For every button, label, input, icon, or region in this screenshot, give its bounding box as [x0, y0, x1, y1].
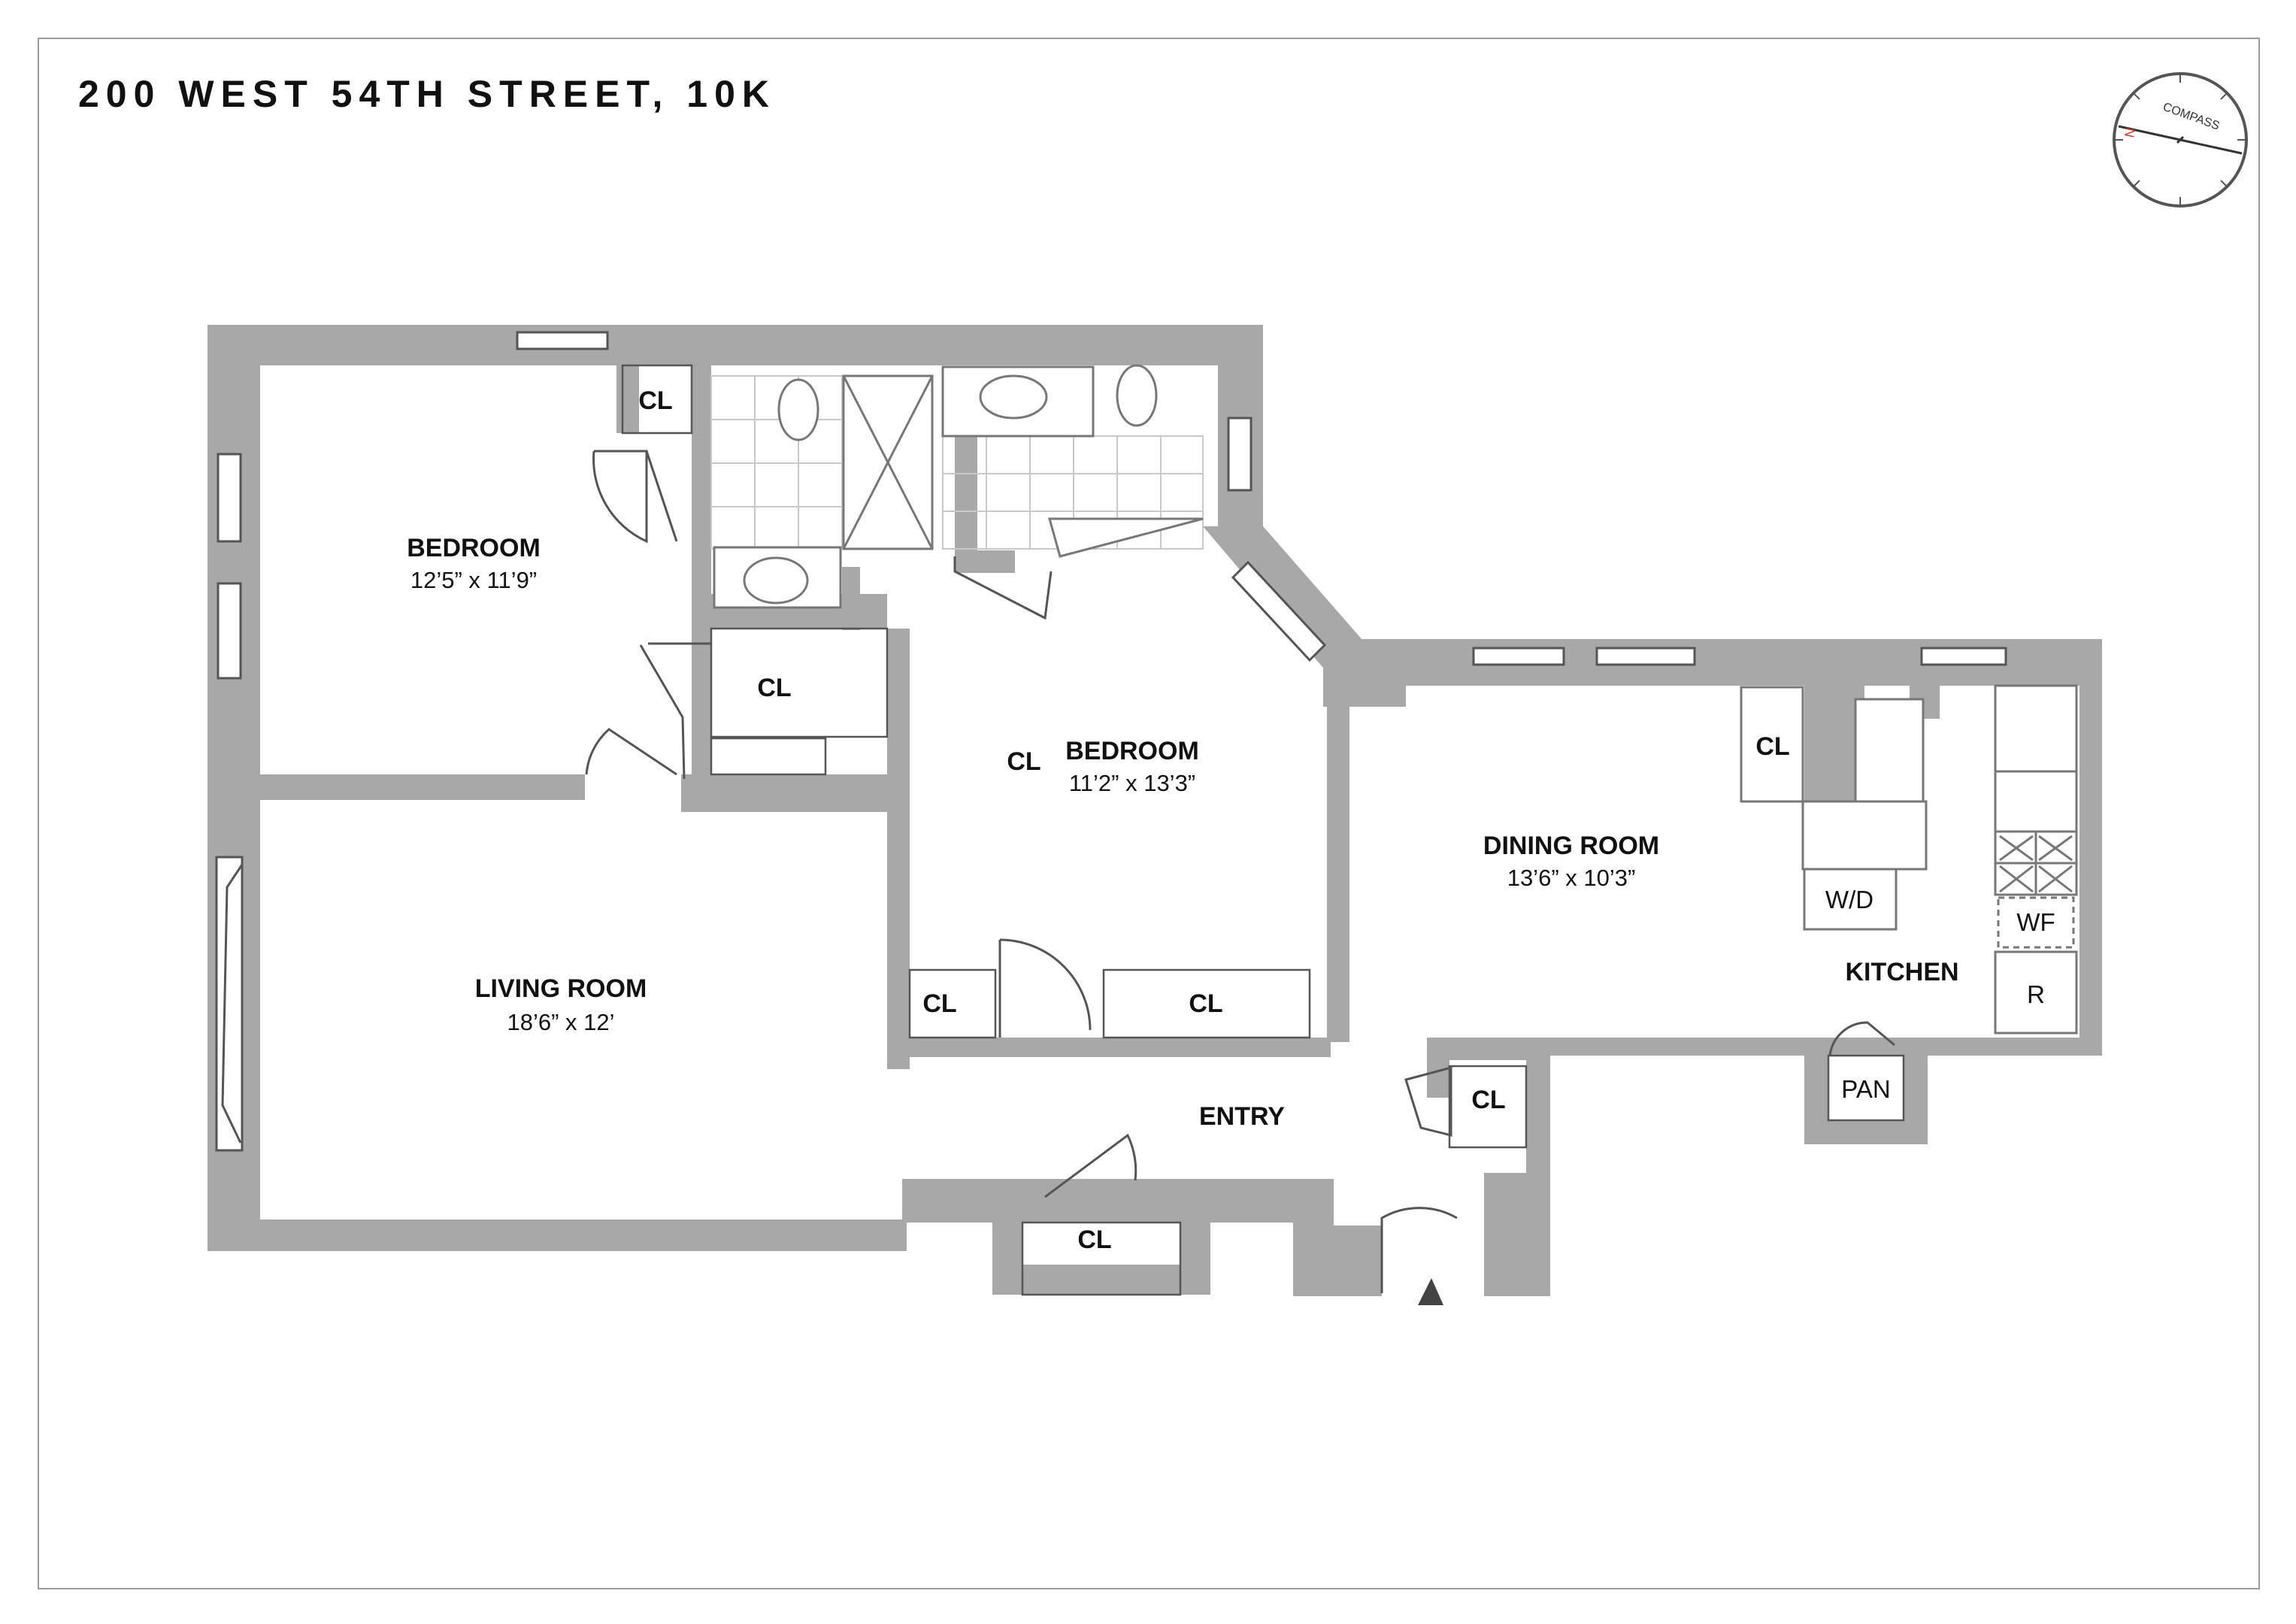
bedroom-2-name: BEDROOM	[1065, 737, 1199, 765]
wine-fridge-label: WF	[2016, 908, 2055, 936]
bedroom-2-dims: 11’2” x 13’3”	[1069, 770, 1195, 796]
sink-2	[979, 374, 1048, 420]
doors	[585, 450, 1895, 1293]
compass-north-label: N	[2122, 126, 2138, 139]
kitchen-sink	[1854, 698, 1925, 814]
page-frame	[38, 38, 2260, 1589]
closet-label: CL	[1189, 989, 1222, 1018]
closet-label: CL	[1471, 1086, 1505, 1114]
compass-icon: N COMPASS	[2113, 72, 2248, 208]
page-title: 200 WEST 54TH STREET, 10K	[78, 73, 777, 115]
toilet-1	[777, 378, 819, 441]
entry-name: ENTRY	[1199, 1102, 1285, 1131]
kitchen-name: KITCHEN	[1845, 958, 1958, 986]
closet-label: CL	[1755, 732, 1789, 761]
closet-label: CL	[757, 674, 791, 702]
appliance-labels: W/D WF R PAN	[1825, 886, 2055, 1103]
toilet-2	[1116, 364, 1158, 427]
closet-label: CL	[1007, 747, 1040, 776]
pantry-label: PAN	[1841, 1075, 1890, 1103]
sink-1	[743, 556, 809, 604]
closet-label: CL	[922, 989, 956, 1018]
tub	[1048, 517, 1204, 558]
dining-room-dims: 13’6” x 10’3”	[1507, 865, 1636, 891]
bedroom-1-dims: 12’5” x 11’9”	[410, 567, 537, 593]
fixtures	[713, 364, 2078, 1035]
living-room-name: LIVING ROOM	[475, 974, 647, 1003]
bedroom-1-name: BEDROOM	[407, 534, 541, 562]
closet-labels: CL CL CL CL CL CL CL CL	[638, 386, 1789, 1254]
closet-label: CL	[638, 386, 672, 415]
bay-window	[221, 864, 244, 1144]
living-room-dims: 18’6” x 12’	[507, 1009, 614, 1035]
walls	[207, 325, 2102, 1296]
refrigerator-label: R	[2027, 980, 2045, 1008]
washer-dryer-label: W/D	[1825, 886, 1873, 914]
closet-outlines	[621, 364, 1905, 1296]
windows	[215, 331, 2007, 1152]
entry-arrow-icon	[1418, 1278, 1443, 1305]
room-labels: BEDROOM 12’5” x 11’9” BEDROOM 11’2” x 13…	[407, 534, 1958, 1131]
dining-room-name: DINING ROOM	[1483, 832, 1659, 860]
closet-label: CL	[1077, 1226, 1111, 1254]
